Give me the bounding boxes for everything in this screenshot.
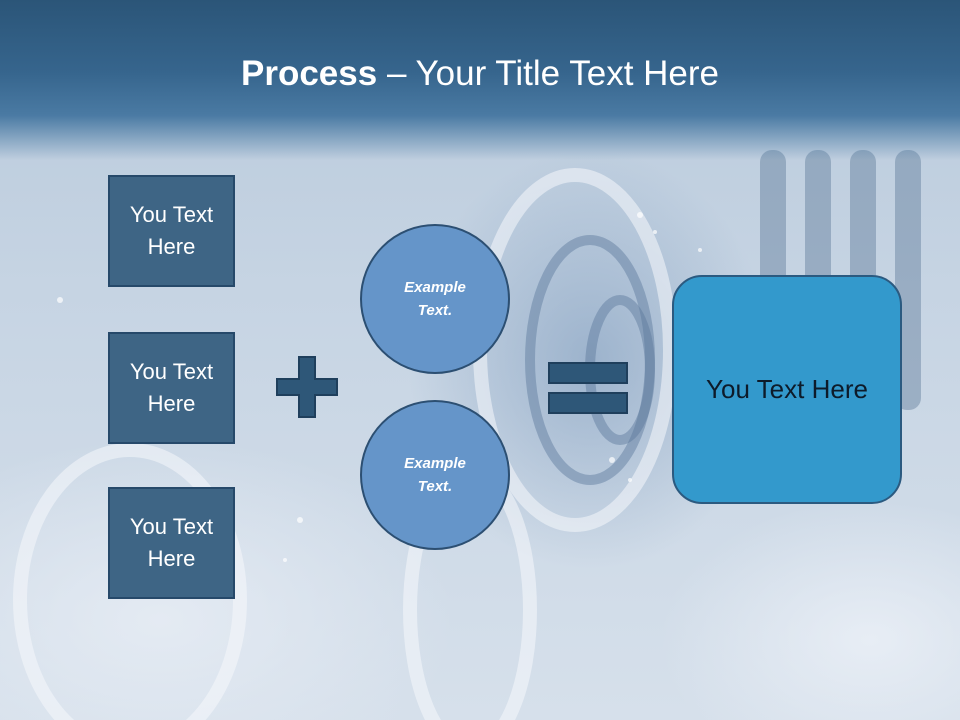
title-rest: – Your Title Text Here: [377, 54, 719, 93]
slide-title: Process – Your Title Text Here: [0, 52, 960, 96]
input-box-1: You Text Here: [108, 175, 235, 287]
title-bold: Process: [241, 54, 378, 93]
equals-icon: [548, 362, 628, 414]
example-circle-1: Example Text.: [360, 224, 510, 374]
example-circle-2: Example Text.: [360, 400, 510, 550]
result-box: You Text Here: [672, 275, 902, 504]
input-box-2: You Text Here: [108, 332, 235, 444]
plus-icon: [276, 356, 338, 418]
title-bar: [0, 0, 960, 160]
input-box-3: You Text Here: [108, 487, 235, 599]
